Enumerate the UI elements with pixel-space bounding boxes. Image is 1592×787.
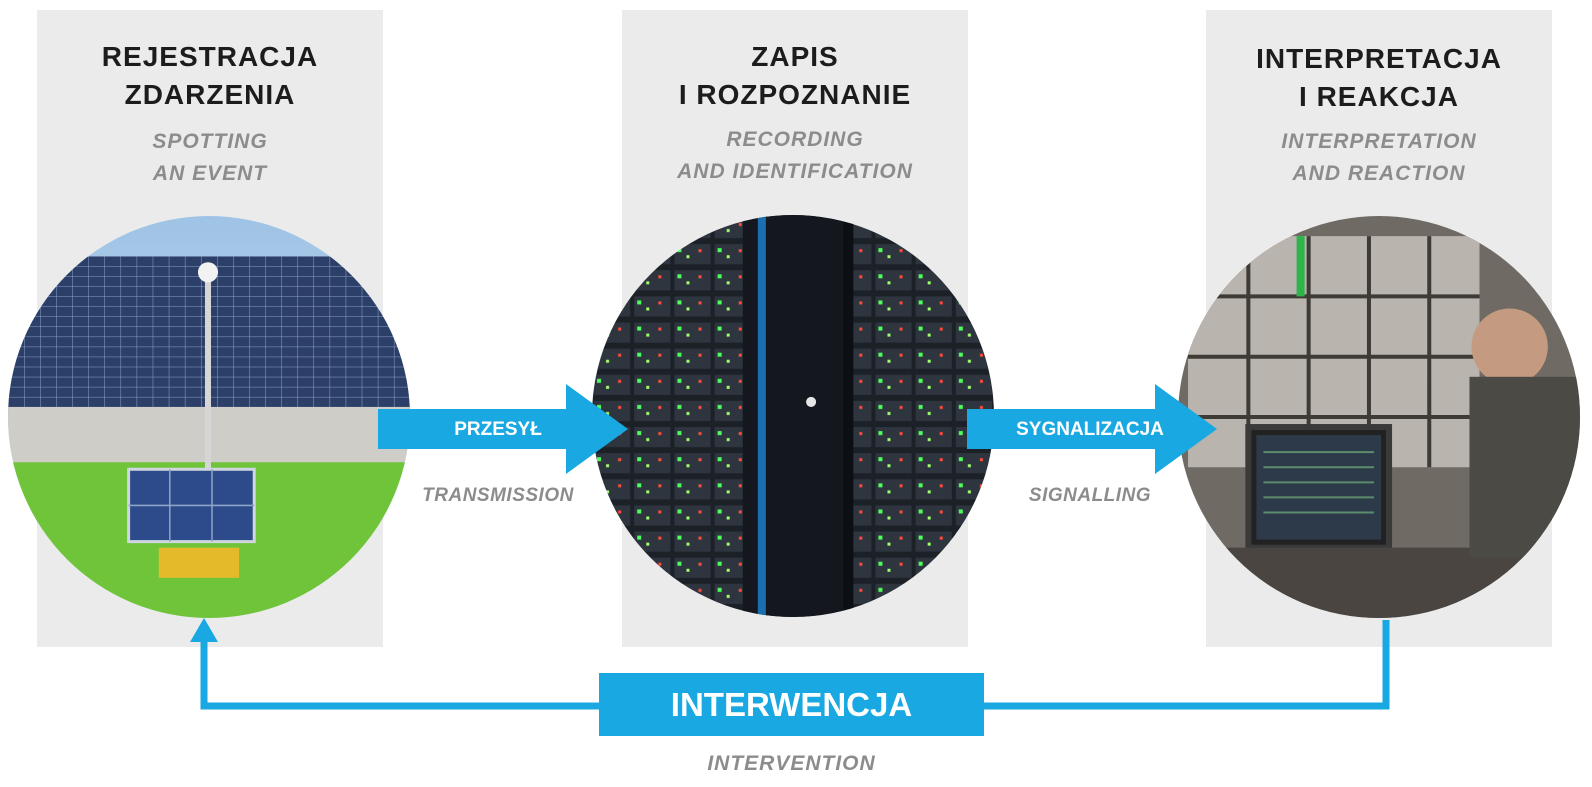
signalling-arrow — [967, 384, 1217, 474]
stage-subtitle: INTERPRETATION AND REACTION — [1281, 130, 1477, 185]
arrow-label: SYGNALIZACJA — [1016, 419, 1164, 440]
stage-title: INTERPRETACJA I REAKCJA — [1256, 43, 1502, 112]
stage-title: REJESTRACJA ZDARZENIA — [101, 41, 319, 110]
intervention-label: INTERWENCJA — [670, 685, 913, 723]
arrow-sublabel: SIGNALLING — [1028, 485, 1152, 506]
arrow-label: PRZESYŁ — [454, 419, 542, 440]
stage-subtitle: RECORDING AND IDENTIFICATION — [677, 128, 913, 183]
arrow-sublabel: TRANSMISSION — [422, 485, 574, 506]
transmission-arrow — [378, 384, 628, 474]
server-rack-photo — [592, 215, 994, 617]
solar-camera-photo — [8, 216, 410, 618]
intervention-box: INTERWENCJA — [599, 673, 984, 736]
intervention-sublabel: INTERVENTION — [707, 752, 876, 775]
stage-title: ZAPIS I ROZPOZNANIE — [678, 41, 912, 110]
stage-subtitle: SPOTTING AN EVENT — [152, 130, 268, 185]
